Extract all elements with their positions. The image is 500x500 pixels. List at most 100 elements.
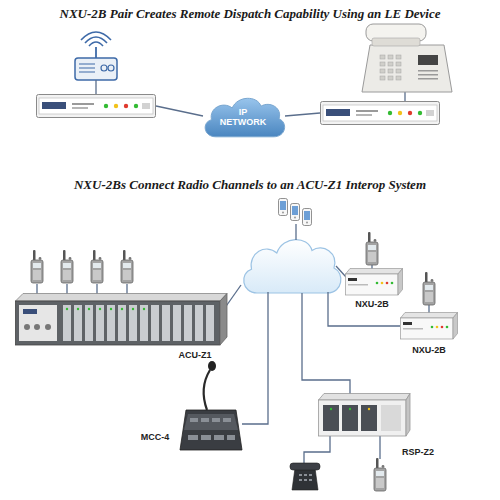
interop-rack xyxy=(132,308,134,310)
radio-icons xyxy=(61,250,73,283)
gateway-unit: NXU-2B xyxy=(352,298,392,311)
cloud-label: IP NETWORK xyxy=(218,107,268,127)
dispatch-rack xyxy=(361,405,377,431)
desk-phone-icon xyxy=(396,69,401,73)
desktop-console xyxy=(188,435,198,440)
interop-rack xyxy=(63,305,71,341)
base-radio-icon xyxy=(95,47,97,58)
interop-rack xyxy=(34,324,40,330)
wire xyxy=(404,92,405,101)
desktop-console xyxy=(184,414,238,430)
desktop-console xyxy=(201,435,211,440)
dispatch-rack xyxy=(342,405,358,431)
device-label: ACU-Z1 xyxy=(179,350,212,361)
desk-phone-icon xyxy=(418,70,438,80)
interop-rack xyxy=(162,305,170,341)
desktop-console xyxy=(180,361,242,450)
desktop-console xyxy=(214,435,224,440)
wire xyxy=(302,293,350,396)
wire xyxy=(66,284,67,294)
base-radio-icon xyxy=(108,65,114,71)
interop-rack xyxy=(195,305,203,341)
interop-rack xyxy=(66,308,145,310)
desk-phone-icon xyxy=(388,62,393,66)
device-label: NXU-2B xyxy=(355,299,389,310)
interop-rack xyxy=(74,305,82,341)
gateway-device xyxy=(37,95,156,118)
desk-phone-icon xyxy=(380,55,385,59)
interop-rack xyxy=(107,305,115,341)
wire xyxy=(156,106,203,116)
desk-phone-icon xyxy=(380,76,385,80)
desktop-console xyxy=(204,370,210,410)
dispatch-rack xyxy=(368,408,370,410)
interop-rack xyxy=(110,308,112,310)
base-radio-icon xyxy=(85,37,107,43)
desk-phone-icon xyxy=(388,69,393,73)
dispatch-rack xyxy=(323,405,339,431)
desktop-console xyxy=(208,361,216,371)
dispatch-rack xyxy=(381,405,401,431)
wire xyxy=(242,292,268,424)
desk-phone-icon xyxy=(309,474,312,476)
desk-phone-icon xyxy=(418,70,438,72)
desk-phone-icon xyxy=(290,463,320,490)
radio-icons xyxy=(374,458,386,491)
interop-rack xyxy=(206,305,214,341)
interop-rack xyxy=(129,305,137,341)
desk-phone-icon xyxy=(299,474,312,481)
base-radio-icon xyxy=(89,42,103,46)
dispatch-rack xyxy=(319,400,407,436)
interop-rack xyxy=(24,324,30,330)
interop-unit: ACU-Z1 xyxy=(176,349,215,362)
base-radio-icon xyxy=(81,32,111,40)
desk-phone-icon xyxy=(396,62,401,66)
radio-icons xyxy=(423,272,435,305)
wire xyxy=(295,224,296,240)
wire xyxy=(304,436,330,463)
desk-phone-icon xyxy=(418,74,438,76)
interop-rack xyxy=(184,305,192,341)
cell-phone-icons xyxy=(279,199,312,226)
network-cloud xyxy=(244,240,341,293)
desktop-console xyxy=(227,435,235,440)
base-radio-icon xyxy=(79,64,95,65)
dispatch-rack xyxy=(319,394,411,401)
desktop-console xyxy=(201,418,209,422)
desk-phone-icon xyxy=(418,78,438,80)
gateway-unit: NXU-2B xyxy=(409,344,449,357)
wire xyxy=(379,436,380,459)
wire xyxy=(36,284,37,294)
interop-rack xyxy=(88,308,90,310)
gateway-device xyxy=(346,269,403,296)
interop-rack xyxy=(121,308,123,310)
interop-rack xyxy=(140,305,148,341)
interop-rack xyxy=(16,301,221,345)
wire xyxy=(126,284,127,294)
interop-rack xyxy=(99,308,101,310)
section-heading: NXU-2Bs Connect Radio Channels to an ACU… xyxy=(74,177,426,192)
gateway-device xyxy=(321,102,440,125)
desk-phone-icon xyxy=(396,55,401,59)
interop-rack xyxy=(66,308,68,310)
gateway-device xyxy=(401,313,458,340)
interop-rack xyxy=(118,305,126,341)
device-label: RSP-Z2 xyxy=(402,447,434,458)
interop-rack xyxy=(23,309,37,314)
interop-rack xyxy=(143,308,145,310)
desk-phone-icon xyxy=(418,55,438,65)
console-unit: MCC-4 xyxy=(138,431,173,444)
wire xyxy=(96,284,97,294)
base-radio-icon xyxy=(79,72,95,73)
radio-icons xyxy=(121,250,133,283)
desk-phone-icon xyxy=(362,45,452,92)
desktop-console xyxy=(212,418,220,422)
desk-phone-icon xyxy=(304,479,307,481)
radio-icons xyxy=(366,232,378,265)
desk-phone-icon xyxy=(290,463,320,470)
interop-rack xyxy=(173,305,181,341)
desk-phone-icon xyxy=(362,24,452,92)
